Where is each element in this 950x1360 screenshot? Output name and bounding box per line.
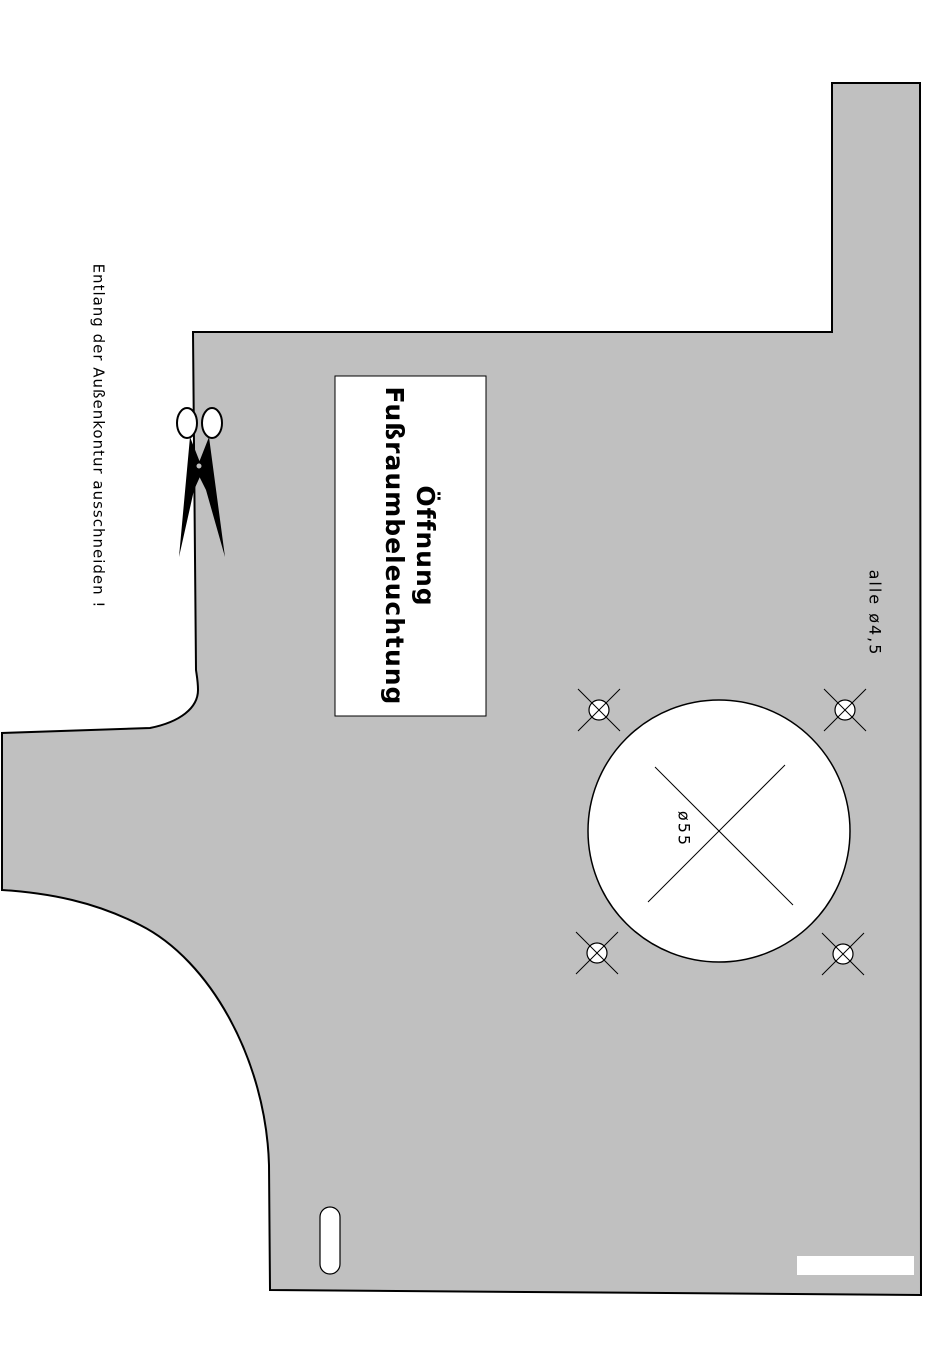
label-title-line1: Öffnung <box>411 485 441 606</box>
white-strip <box>797 1256 914 1275</box>
cut-instruction: Entlang der Außenkontur ausschneiden ! <box>90 264 108 609</box>
label-box <box>335 376 486 716</box>
label-title-line2: Fußraumbeleuchtung <box>380 387 409 706</box>
main-hole-label: ø55 <box>675 811 694 847</box>
hole-diameter-note: alle ø4,5 <box>866 570 885 657</box>
slot-hole <box>320 1207 340 1274</box>
